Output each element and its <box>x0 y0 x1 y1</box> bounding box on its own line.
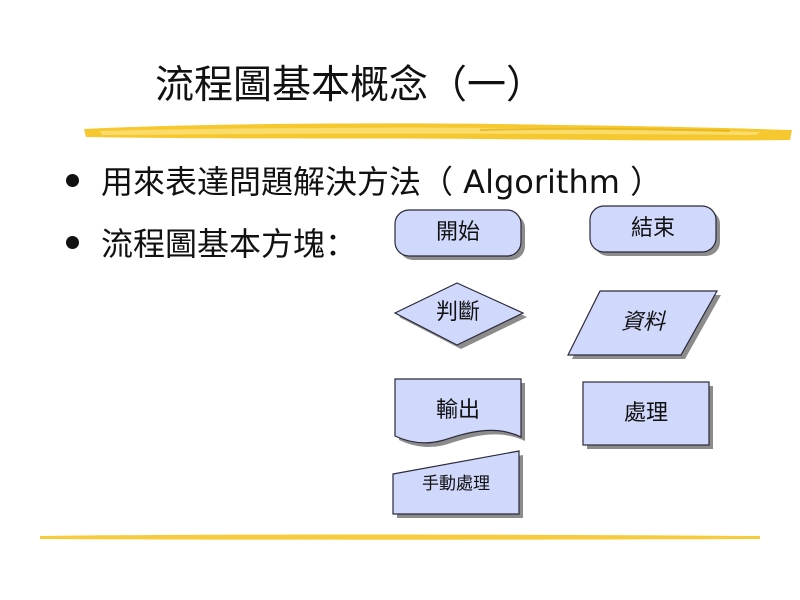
bullet-item: 用來表達問題解決方法（ Algorithm ） <box>66 160 662 204</box>
footer-underline-brush <box>40 534 760 540</box>
bullet-item: 流程圖基本方塊： <box>66 222 357 266</box>
manual-operation-shape <box>392 450 523 518</box>
decision-diamond-shape <box>393 282 527 349</box>
bullet-dot-icon <box>66 235 79 249</box>
page-title: 流程圖基本概念（一） <box>155 63 546 108</box>
process-label: 處理 <box>623 401 668 426</box>
data-label: 資料 <box>620 310 665 335</box>
manual-operation-label: 手動處理 <box>422 474 490 494</box>
start-label: 開始 <box>435 220 480 245</box>
output-document-shape <box>394 378 525 447</box>
bullet-text: 流程圖基本方塊： <box>101 225 358 263</box>
data-parallelogram-shape <box>567 290 721 359</box>
output-label: 輸出 <box>435 398 480 423</box>
start-terminator-shape <box>394 209 525 260</box>
end-label: 結束 <box>630 216 675 241</box>
process-rectangle-shape <box>582 381 713 449</box>
bullet-dot-icon <box>66 173 79 187</box>
decision-label: 判斷 <box>435 300 480 325</box>
title-underline-brush <box>84 123 792 141</box>
bullet-text: 用來表達問題解決方法（ Algorithm ） <box>101 163 663 201</box>
end-terminator-shape <box>589 205 720 256</box>
